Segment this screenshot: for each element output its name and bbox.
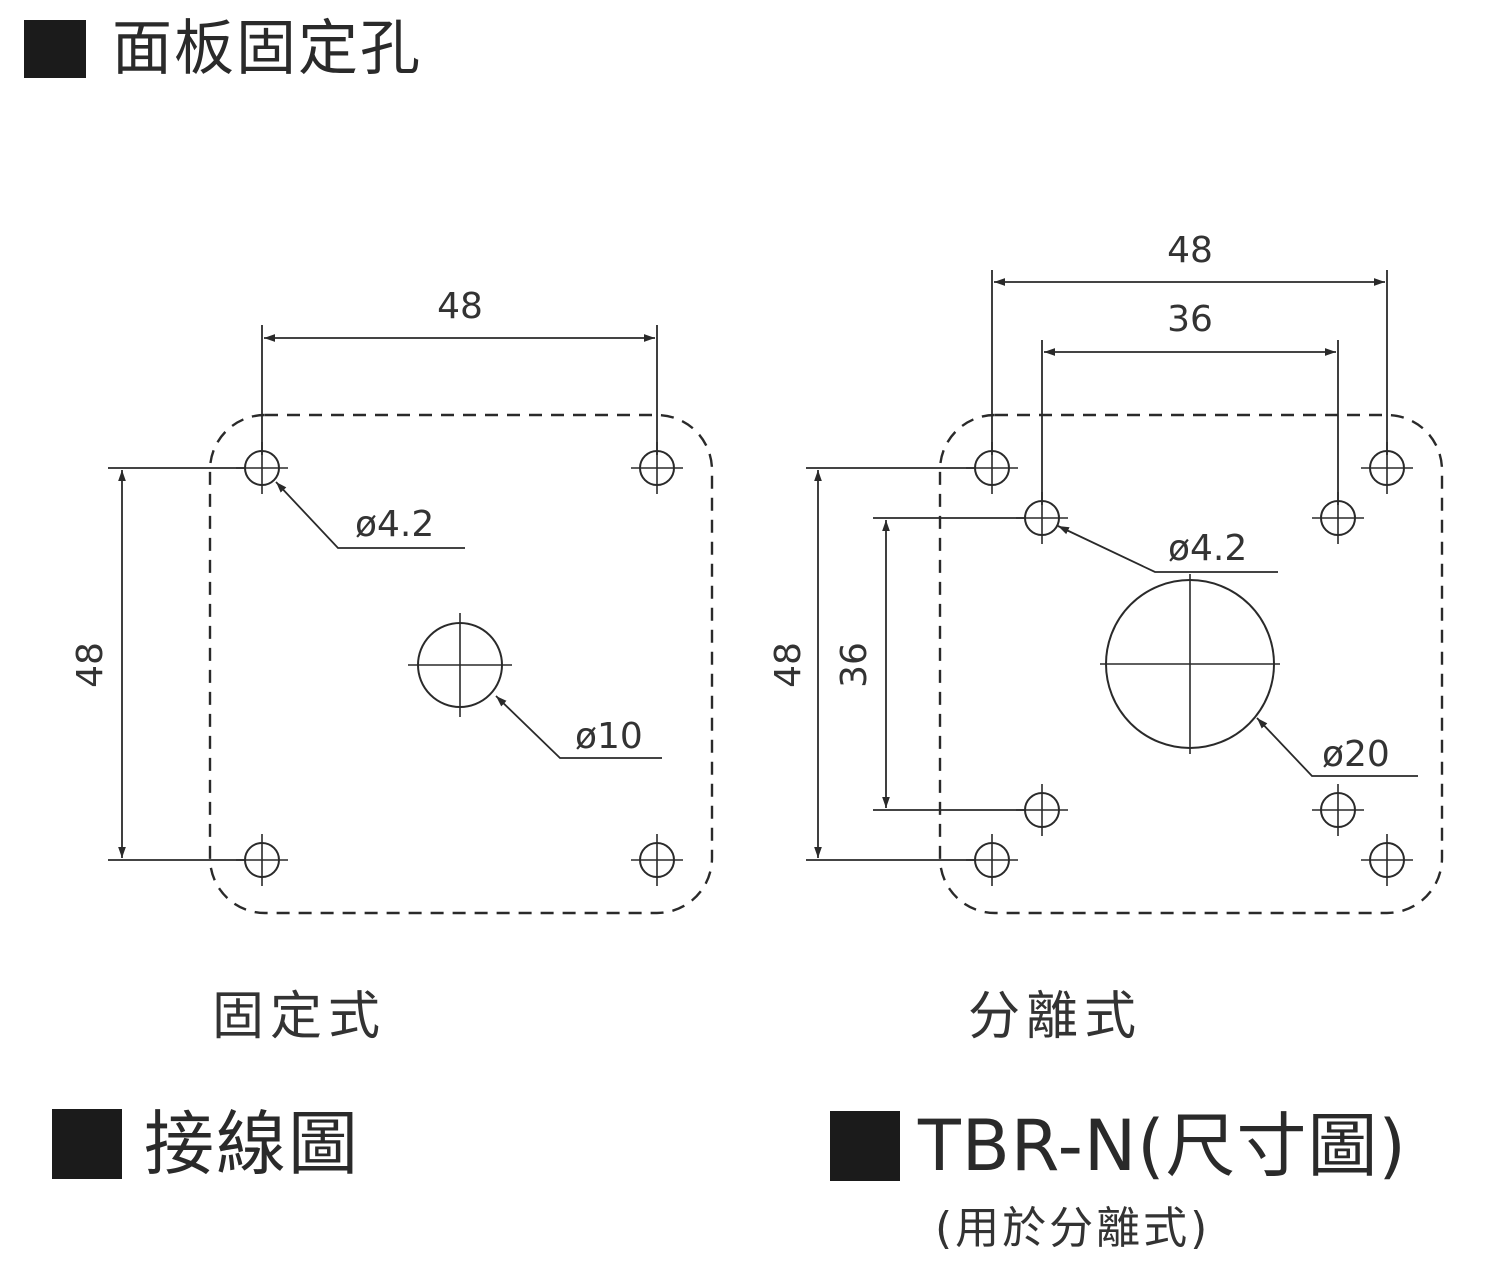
heading-square-marker	[830, 1111, 900, 1181]
separate-outer-height-label: 48	[768, 642, 809, 688]
separate-outer-width-label: 48	[1167, 230, 1213, 271]
fixed-height-dimension	[108, 467, 245, 861]
separate-hole-leader	[1057, 525, 1278, 573]
separate-panel-outline	[938, 413, 1444, 915]
fixed-center-leader	[495, 695, 662, 759]
section-heading-text: 面板固定孔	[112, 14, 422, 84]
section-heading-text: 接線圖	[144, 1103, 360, 1185]
separate-inner-width-label: 36	[1167, 299, 1213, 340]
section-subheading: (用於分離式)	[935, 1203, 1211, 1254]
section-heading-panel-holes: 面板固定孔	[24, 14, 422, 84]
separate-outer-width-dimension	[991, 270, 1388, 455]
fixed-hole-bottom-right	[630, 833, 684, 887]
separate-type-drawing: 48 36 48 36 ø4.2 ø20	[768, 230, 1444, 1047]
separate-inner-height-label: 36	[834, 642, 875, 688]
section-heading-tbr-dimensions: TBR-N(尺寸圖)	[830, 1106, 1407, 1186]
separate-center-label: ø20	[1322, 734, 1390, 775]
separate-inner-height-dimension	[873, 517, 1025, 811]
heading-square-marker	[52, 1109, 122, 1179]
fixed-hole-leader	[275, 481, 465, 549]
separate-center-hole	[1100, 574, 1280, 754]
fixed-width-label: 48	[437, 286, 483, 327]
separate-inner-width-dimension	[1041, 340, 1339, 505]
section-heading-text: TBR-N(尺寸圖)	[918, 1105, 1407, 1187]
separate-caption: 分離式	[968, 987, 1142, 1047]
fixed-center-hole	[408, 613, 512, 717]
section-heading-wiring: 接線圖	[52, 1104, 360, 1184]
fixed-panel-outline	[208, 413, 714, 915]
fixed-center-label: ø10	[575, 716, 643, 757]
heading-square-marker	[24, 20, 86, 78]
fixed-height-label: 48	[70, 642, 111, 688]
fixed-hole-label: ø4.2	[355, 504, 434, 545]
fixed-type-drawing: 48 48 ø4.2 ø10 固定式	[70, 286, 714, 1047]
separate-center-leader	[1256, 717, 1418, 777]
fixed-width-dimension	[261, 325, 658, 455]
separate-hole-label: ø4.2	[1168, 528, 1247, 569]
separate-outer-height-dimension	[806, 467, 975, 861]
fixed-caption: 固定式	[212, 987, 386, 1047]
separate-inner-hole-bottom-right	[1311, 783, 1365, 837]
separate-outer-hole-bottom-right	[1360, 833, 1414, 887]
